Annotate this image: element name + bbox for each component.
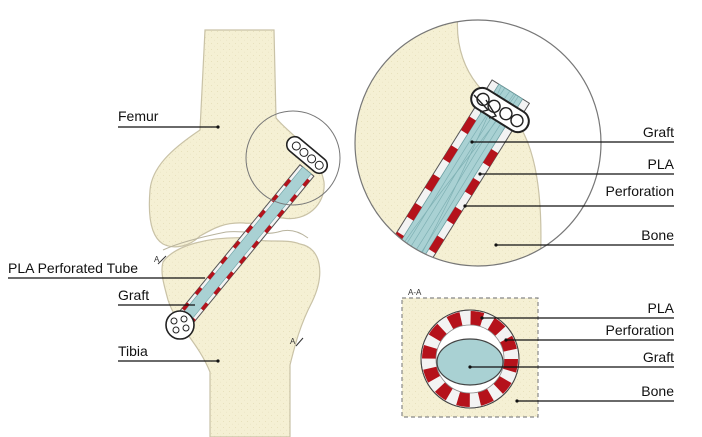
zoom-red-segments-bottom [410, 149, 499, 266]
zoom-circle-outline [354, 19, 602, 267]
perforation-ring [422, 311, 518, 407]
section-marker-right: A [290, 337, 296, 346]
zoom-perforation-label: Perforation [606, 183, 674, 199]
femoral-button-anchor [285, 135, 329, 175]
cross-section-view: A-A [401, 288, 539, 418]
suture-arrows-icon [473, 94, 498, 119]
sec-bone-label: Bone [641, 383, 674, 399]
zoom-pla-label: PLA [648, 156, 675, 172]
cross-section-graft [436, 338, 504, 386]
section-marker-left-tick [157, 255, 167, 265]
leader-dots [216, 125, 519, 403]
pla-tube-label: PLA Perforated Tube [8, 260, 138, 276]
zoom-graft-label: Graft [643, 124, 674, 140]
cross-section-title: A-A [408, 288, 422, 297]
zoom-button-anchor [470, 86, 530, 134]
magnify-region-circle [245, 110, 341, 206]
femur-label: Femur [118, 108, 159, 124]
section-marker-right-tick [295, 337, 304, 347]
sec-graft-label: Graft [643, 349, 674, 365]
zoom-view [354, 19, 602, 267]
section-marker-left: A [154, 255, 160, 264]
sec-perforation-label: Perforation [606, 322, 674, 338]
sec-pla-label: PLA [648, 300, 675, 316]
graft-left-label: Graft [118, 287, 149, 303]
tibial-button-anchor [165, 310, 195, 340]
tibia-label: Tibia [118, 343, 148, 359]
zoom-bone-label: Bone [641, 227, 674, 243]
